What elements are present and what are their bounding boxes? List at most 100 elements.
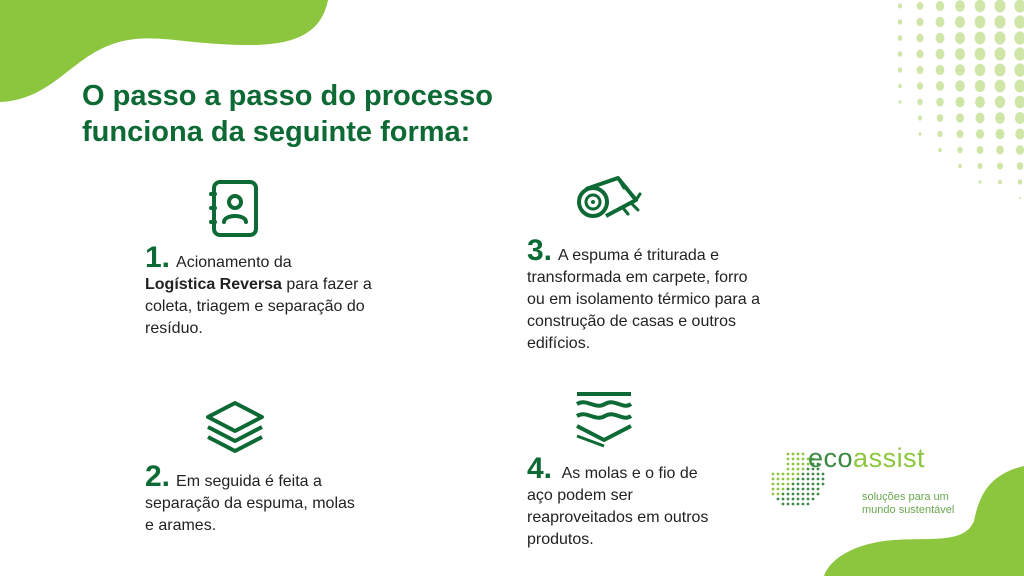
logo-dot (791, 472, 795, 476)
sphere-dot (954, 16, 966, 28)
logo-dot (776, 497, 780, 501)
sphere-dot (935, 0, 945, 12)
sphere-dot (974, 31, 986, 45)
logo-dot (796, 502, 800, 506)
step-4: 4. As molas e o fio de aço podem ser rea… (527, 454, 712, 551)
logo-eco: eco (808, 443, 854, 473)
logo-dot (806, 462, 810, 466)
sphere-dot (935, 64, 945, 76)
logo-dot (806, 457, 810, 461)
sphere-dot (996, 162, 1004, 170)
logo-dot (786, 482, 790, 486)
logo-dot (816, 462, 820, 466)
sphere-dot (916, 82, 924, 90)
logo-dot (806, 477, 810, 481)
logo-dot (781, 477, 785, 481)
logo-dot (786, 502, 790, 506)
sphere-dot (897, 35, 903, 41)
logo-dot (816, 477, 820, 481)
sphere-dot (917, 115, 923, 121)
step-3: 3.A espuma é triturada e transformada em… (527, 236, 762, 355)
step-4-text: As molas e o fio de aço podem ser reapro… (527, 465, 709, 548)
sphere-dot (974, 79, 986, 93)
sphere-dot (995, 112, 1005, 124)
logo-dot (786, 462, 790, 466)
logo-dot (796, 482, 800, 486)
sphere-dot (995, 128, 1005, 140)
sphere-dot (935, 81, 945, 91)
sphere-dot (976, 146, 984, 154)
logo-dot (816, 482, 820, 486)
logo-dot (801, 472, 805, 476)
sphere-dot (975, 112, 985, 124)
logo-dot (796, 477, 800, 481)
sphere-dot (1018, 196, 1022, 200)
sphere-dot (994, 0, 1006, 13)
carpet-roll-icon (577, 176, 642, 218)
title-line-2: funciona da seguinte forma: (82, 116, 471, 148)
sphere-dot (954, 32, 966, 44)
logo-dot (801, 477, 805, 481)
logo-dot (811, 472, 815, 476)
sphere-dot (957, 146, 963, 154)
wavy-layers-icon (575, 392, 633, 448)
logo-dot (816, 467, 820, 471)
stacked-layers-icon (206, 401, 264, 453)
sphere-dot (1014, 79, 1024, 93)
logo-dot (816, 487, 820, 491)
ecoassist-logo-mark (771, 452, 825, 506)
logo-dot (811, 487, 815, 491)
sphere-dot (1017, 179, 1023, 185)
sphere-dot (936, 114, 944, 122)
logo-dot (801, 452, 805, 456)
sphere-dot (958, 163, 962, 169)
sphere-dot (916, 33, 924, 43)
sphere-dot (954, 48, 966, 60)
logo-dot (801, 487, 805, 491)
step-2: 2.Em seguida é feita a separação da espu… (145, 462, 360, 537)
sphere-dot (994, 95, 1006, 109)
sphere-dot (1015, 145, 1024, 155)
sphere-dot (1014, 47, 1024, 61)
logo-dot (781, 472, 785, 476)
sphere-dot (935, 48, 945, 60)
sphere-dot (898, 100, 902, 104)
logo-dot (816, 492, 820, 496)
sphere-dot (955, 80, 965, 92)
sphere-dot (916, 65, 924, 75)
logo-dot (806, 497, 810, 501)
logo-dot (811, 477, 815, 481)
sphere-dot (978, 180, 982, 184)
logo-dot (796, 492, 800, 496)
logo-dot (801, 457, 805, 461)
dotted-sphere-decoration (897, 0, 1024, 200)
ecoassist-logo-text: ecoassist (808, 443, 925, 474)
logo-dot (776, 477, 780, 481)
logo-dot (791, 467, 795, 471)
bottom-right-blob-decoration (824, 466, 1024, 576)
sphere-dot (1014, 63, 1024, 77)
logo-dot (786, 467, 790, 471)
sphere-dot (955, 0, 965, 12)
logo-assist: assist (853, 443, 926, 473)
sphere-dot (897, 19, 903, 25)
step-1-text-post: para fazer a coleta, triagem e separação… (145, 276, 372, 337)
sphere-dot (974, 63, 986, 77)
logo-dot (811, 462, 815, 466)
logo-dot (781, 497, 785, 501)
logo-dot (791, 477, 795, 481)
logo-dot (806, 467, 810, 471)
logo-dot (796, 462, 800, 466)
sphere-dot (935, 32, 945, 44)
sphere-dot (897, 3, 903, 9)
logo-dot (786, 472, 790, 476)
step-3-text: A espuma é triturada e transformada em c… (527, 247, 760, 352)
logo-dot (786, 477, 790, 481)
sphere-dot (994, 31, 1006, 45)
sphere-dot (897, 51, 903, 57)
sphere-dot (975, 96, 985, 108)
sphere-dot (955, 96, 965, 108)
sphere-dot (955, 113, 965, 123)
logo-dot (781, 487, 785, 491)
logo-dot (801, 497, 805, 501)
